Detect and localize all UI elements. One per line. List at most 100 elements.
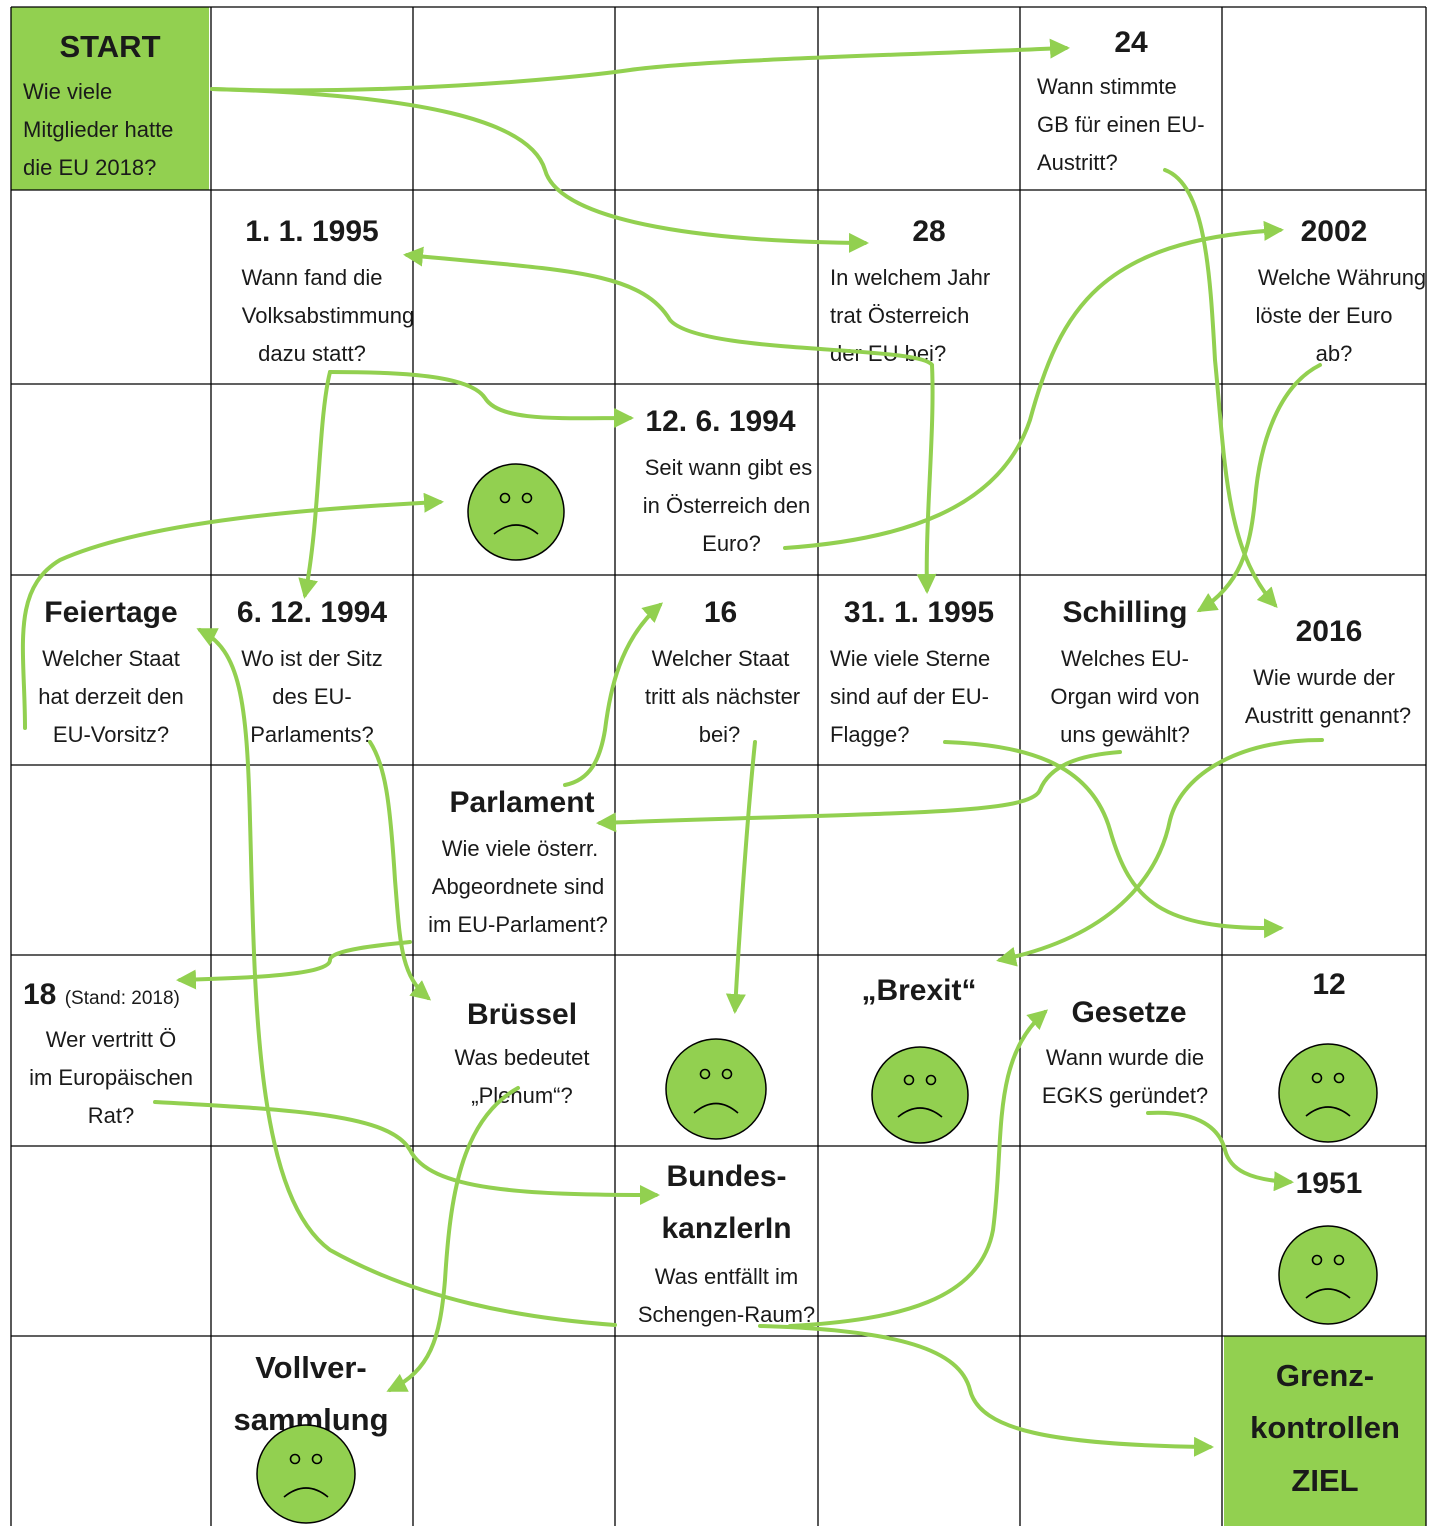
question-1995a-line-2: Volksabstimmung — [241, 303, 415, 328]
cell-18: 18 (Stand: 2018) Wer vertritt Ö im Europ… — [11, 955, 211, 1146]
question-schilling-line-1: Welches EU- — [1061, 646, 1189, 671]
cell-16: 16 Welcher Staat tritt als nächster bei? — [615, 575, 818, 765]
arrow-28-to-1995b — [916, 363, 937, 594]
question-1995b-line-3: Flagge? — [830, 722, 910, 747]
answer-brexit: „Brexit“ — [861, 974, 977, 1007]
cell-1995b: 31. 1. 1995 Wie viele Sterne sind auf de… — [818, 575, 1020, 765]
cell-1994a: 12. 6. 1994 Seit wann gibt es in Österre… — [615, 384, 818, 575]
question-1995b-line-1: Wie viele Sterne — [830, 646, 991, 671]
sad-face-icon — [256, 1424, 356, 1524]
arrow-start-to-24 — [210, 38, 1070, 93]
question-16-line-3: bei? — [698, 722, 741, 747]
question-bundeskanzler-line-2: Schengen-Raum? — [637, 1302, 816, 1327]
cell-feiertage: Feiertage Welcher Staat hat derzeit den … — [11, 575, 211, 765]
answer-schilling: Schilling — [1062, 596, 1188, 629]
question-2002-line-1: Welche Währung — [1257, 265, 1427, 290]
question-1994b-line-2: des EU- — [272, 684, 352, 709]
start-cell: START Wie viele Mitglieder hatte die EU … — [11, 7, 209, 190]
question-2002-line-3: ab? — [1315, 341, 1353, 366]
sad-face-icon — [1278, 1043, 1378, 1143]
cell-parlament: Parlament Wie viele österr. Abgeordnete … — [413, 765, 615, 955]
arrow-bruessel-to-vollversammlung — [386, 1086, 520, 1392]
question-1994a-line-1: Seit wann gibt es — [644, 455, 813, 480]
cell-brexit: „Brexit“ — [818, 955, 1020, 1146]
sad-face-icon — [871, 1046, 969, 1144]
start-cell-bg — [11, 7, 209, 190]
question-16-line-1: Welcher Staat — [651, 646, 790, 671]
cell-12: 12 — [1222, 955, 1426, 1146]
answer-parlament: Parlament — [449, 786, 595, 819]
arrow-schilling-to-parlament — [596, 750, 1122, 833]
cell-24: 24 Wann stimmte GB für einen EU- Austrit… — [1020, 7, 1222, 190]
answer-ziel-line-1: Grenz- — [1275, 1358, 1375, 1393]
cell-bundeskanzler: Bundes- kanzlerIn Was entfällt im Scheng… — [615, 1146, 818, 1336]
cell-ziel: Grenz- kontrollen ZIEL — [1224, 1336, 1426, 1526]
question-parlament-line-1: Wie viele österr. — [441, 836, 599, 861]
arrow-1995b-to-12 — [943, 740, 1284, 939]
arrow-1994a-to-2002 — [783, 220, 1284, 550]
question-1995a-line-3: dazu statt? — [258, 341, 366, 366]
arrow-1994b-to-bruessel — [368, 740, 432, 1001]
question-24-line-2: GB für einen EU- — [1037, 112, 1205, 137]
question-16-line-2: tritt als nächster — [644, 684, 801, 709]
question-2016-line-2: Austritt genannt? — [1244, 703, 1412, 728]
question-feiertage-line-2: hat derzeit den — [38, 684, 184, 709]
arrow-bundeskanzler-to-ziel — [758, 1324, 1214, 1457]
answer-bruessel: Brüssel — [466, 998, 578, 1031]
answer-bundeskanzler-line-2: kanzlerIn — [661, 1212, 792, 1245]
question-18-line-3: Rat? — [87, 1103, 135, 1128]
start-question-line-2: Mitglieder hatte — [23, 117, 174, 142]
question-gesetze-line-2: EGKS geründet? — [1041, 1083, 1209, 1108]
answer-gesetze: Gesetze — [1071, 996, 1187, 1029]
question-2016-line-1: Wie wurde der — [1253, 665, 1395, 690]
arrow-16-to-face — [725, 740, 757, 1014]
question-bruessel-line-2: „Plenum“? — [471, 1083, 573, 1108]
sad-face-icon — [1278, 1225, 1378, 1325]
question-24-line-1: Wann stimmte — [1037, 74, 1177, 99]
answer-18-value: 18 — [23, 978, 57, 1011]
cell-1995a: 1. 1. 1995 Wann fand die Volksabstimmung… — [211, 190, 414, 384]
arrow-2002-to-schilling — [1196, 363, 1322, 613]
arrow-18-to-bundeskanzler — [153, 1100, 660, 1205]
answer-ziel-line-3: ZIEL — [1291, 1463, 1359, 1498]
cell-28: 28 In welchem Jahr trat Österreich der E… — [818, 190, 1020, 384]
arrow-start-to-28 — [210, 87, 869, 253]
answer-ziel-line-2: kontrollen — [1250, 1410, 1400, 1445]
answer-28: 28 — [912, 215, 946, 248]
answer-12: 12 — [1312, 968, 1346, 1001]
arrow-24-to-2016 — [1163, 168, 1278, 608]
question-1994a-line-3: Euro? — [702, 531, 761, 556]
question-2002-line-2: löste der Euro — [1255, 303, 1393, 328]
arrow-parlament-to-18 — [176, 940, 412, 990]
sad-face-icon — [665, 1038, 767, 1140]
question-1995b-line-2: sind auf der EU- — [830, 684, 989, 709]
answer-1994a: 12. 6. 1994 — [645, 405, 796, 438]
question-parlament-line-2: Abgeordnete sind — [431, 874, 605, 899]
question-feiertage-line-3: EU-Vorsitz? — [52, 722, 170, 747]
cell-schilling: Schilling Welches EU- Organ wird von uns… — [1020, 575, 1222, 765]
arrow-1995a-to-1994b — [298, 370, 332, 599]
arrow-feiertage-to-face — [20, 492, 444, 730]
goal-cell-bg — [1224, 1336, 1426, 1526]
question-28-line-2: trat Österreich — [830, 303, 970, 328]
arrows — [20, 38, 1324, 1457]
arrow-28-to-1995a — [403, 246, 934, 367]
question-1994a-line-2: in Österreich den — [642, 493, 811, 518]
arrow-parlament-to-16 — [563, 602, 664, 787]
question-gesetze-line-1: Wann wurde die — [1045, 1045, 1205, 1070]
answer-1951: 1951 — [1295, 1167, 1363, 1200]
question-1994b-line-1: Wo ist der Sitz — [241, 646, 383, 671]
question-bruessel-line-1: Was bedeutet — [454, 1045, 590, 1070]
answer-1995a: 1. 1. 1995 — [245, 215, 379, 248]
answer-24: 24 — [1114, 26, 1148, 59]
start-question-line-1: Wie viele — [23, 79, 113, 104]
cell-bruessel: Brüssel Was bedeutet „Plenum“? — [413, 955, 615, 1146]
cell-2002: 2002 Welche Währung löste der Euro ab? — [1222, 190, 1427, 384]
answer-vollversammlung-line-1: Vollver- — [255, 1350, 367, 1385]
answer-feiertage: Feiertage — [44, 596, 178, 629]
answer-2002: 2002 — [1300, 215, 1368, 248]
question-bundeskanzler-line-1: Was entfällt im — [654, 1264, 799, 1289]
question-18-line-1: Wer vertritt Ö — [45, 1027, 177, 1052]
